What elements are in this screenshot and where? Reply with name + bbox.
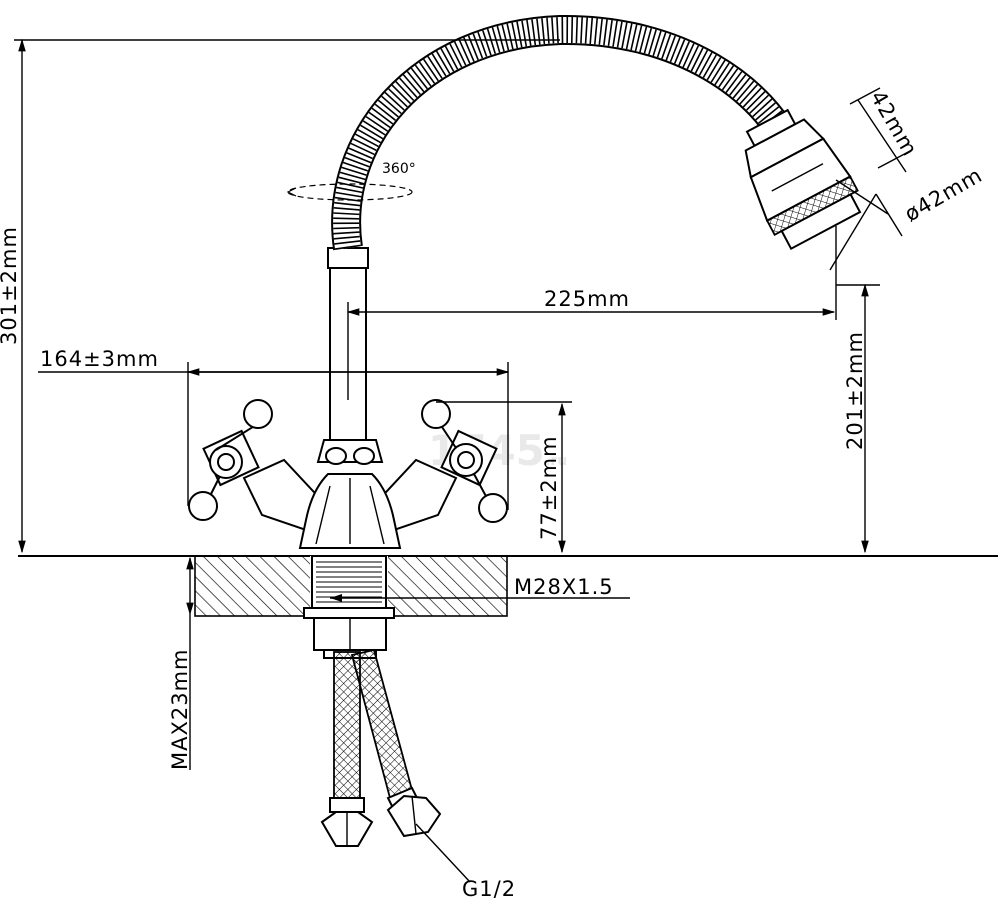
total-height-label: 301±2mm <box>0 226 21 345</box>
max-counter-label: MAX23mm <box>168 648 192 770</box>
handle-span-label: 164±3mm <box>40 347 159 371</box>
rotation-label: 360° <box>382 161 416 177</box>
countertop <box>18 555 998 617</box>
thread-label: M28X1.5 <box>514 575 614 599</box>
shower-head <box>744 108 862 251</box>
outlet-height-label: 201±2mm <box>843 331 867 450</box>
left-handle <box>188 399 273 521</box>
head-diameter-label: ø42mm <box>901 163 987 227</box>
dimension-lines <box>14 38 913 883</box>
faucet-body <box>242 247 458 549</box>
supply-hoses <box>320 648 442 847</box>
right-handle <box>421 399 508 523</box>
flexible-spout <box>331 14 804 251</box>
handle-height-label: 77±2mm <box>537 435 561 540</box>
rotation-indicator: 360° <box>286 161 416 201</box>
hose-thread-label: G1/2 <box>462 877 516 900</box>
spout-reach-label: 225mm <box>544 287 630 311</box>
threaded-shank <box>303 555 395 659</box>
